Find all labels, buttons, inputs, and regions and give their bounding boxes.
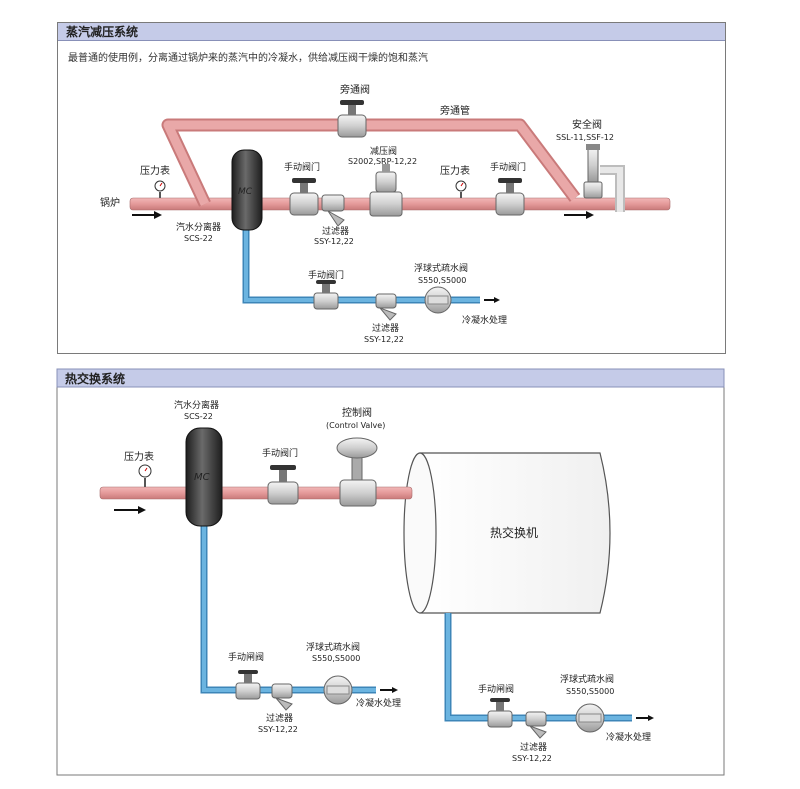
safety-valve-label: 安全阀 [572, 118, 602, 131]
safety-valve-outlet [600, 165, 625, 212]
safety-valve-icon [583, 144, 603, 199]
separator-label: 汽水分离器 [176, 221, 221, 233]
bypass-valve-icon [337, 100, 367, 138]
panel-description: 最普通的使用例，分离通过锅炉来的蒸汽中的冷凝水，供给减压阀干燥的饱和蒸汽 [68, 53, 428, 64]
pressure-gauge-icon [154, 180, 166, 198]
pressure-gauge-icon [138, 464, 152, 487]
float-trap-model: S550,S5000 [312, 654, 360, 663]
float-trap-model: S550,S5000 [566, 687, 614, 696]
reducing-valve-icon [369, 164, 403, 217]
strainer-model: SSY-12,22 [314, 237, 354, 246]
control-valve-label: 控制阀 [342, 406, 372, 419]
reducing-valve-model: S2002,SRP-12,22 [348, 157, 417, 166]
bypass-valve-label: 旁通阀 [340, 83, 370, 96]
float-trap-label: 浮球式疏水阀 [560, 673, 614, 685]
strainer-model: SSY-12,22 [258, 725, 298, 734]
condensate-drain-line-1 [242, 228, 480, 304]
manual-valve-icon [495, 178, 525, 216]
heat-exchanger-label: 热交换机 [490, 525, 538, 540]
flow-arrow-icon [564, 211, 594, 219]
separator-model: SCS-22 [184, 234, 213, 243]
gate-valve-label: 手动闸阀 [228, 651, 264, 663]
flow-arrow-icon [132, 211, 162, 219]
flow-arrow-icon [380, 687, 398, 693]
manual-valve-icon [267, 465, 299, 505]
manual-valve-label: 手动阀门 [262, 447, 298, 459]
svg-text:MC: MC [194, 472, 210, 483]
manual-valve-icon [313, 280, 339, 310]
float-trap-icon [424, 286, 452, 314]
flow-arrow-icon [484, 297, 500, 303]
strainer-model: SSY-12,22 [364, 335, 404, 344]
panel-title: 蒸汽减压系统 [58, 23, 725, 41]
manual-valve-label: 手动阀门 [308, 269, 344, 281]
strainer-icon [375, 293, 397, 321]
strainer-label: 过滤器 [372, 322, 399, 334]
pressure-gauge-label: 压力表 [124, 450, 154, 463]
strainer-icon [321, 194, 345, 227]
strainer-model: SSY-12,22 [512, 754, 552, 763]
heat-exchange-panel [56, 368, 725, 776]
control-valve-icon [336, 437, 378, 507]
gate-valve-icon [487, 698, 513, 728]
flow-arrow-icon [636, 715, 654, 721]
strainer-label: 过滤器 [266, 712, 293, 724]
float-trap-model: S550,S5000 [418, 276, 466, 285]
boiler-label: 锅炉 [100, 197, 120, 209]
float-trap-label: 浮球式疏水阀 [414, 262, 468, 274]
strainer-icon [271, 683, 293, 711]
reducing-valve-label: 减压阀 [370, 145, 397, 157]
steam-separator-2: MC [185, 427, 223, 527]
main-steam-line [99, 486, 413, 500]
manual-valve-label: 手动阀门 [490, 161, 526, 173]
steam-separator-1: MC [231, 149, 263, 231]
manual-valve-label: 手动阀门 [284, 161, 320, 173]
separator-model: SCS-22 [184, 412, 213, 421]
float-trap-icon [323, 675, 353, 705]
svg-text:MC: MC [238, 187, 253, 197]
condensate-drain-line [444, 613, 632, 722]
manual-valve-icon [289, 178, 319, 216]
safety-valve-model: SSL-11,SSF-12 [556, 133, 614, 142]
separator-label: 汽水分离器 [174, 399, 219, 411]
float-trap-label: 浮球式疏水阀 [306, 641, 360, 653]
pressure-gauge-icon [455, 180, 467, 198]
bypass-pipe-label: 旁通管 [440, 104, 470, 117]
condensate-drain-line [200, 518, 376, 694]
pressure-gauge-label: 压力表 [440, 164, 470, 177]
condensate-label: 冷凝水处理 [606, 731, 651, 743]
heat-exchanger-icon [403, 452, 611, 614]
flow-arrow-icon [114, 506, 146, 514]
panel-header [56, 368, 725, 388]
float-trap-icon [575, 703, 605, 733]
panel-title: 热交换系统 [65, 371, 125, 386]
condensate-label: 冷凝水处理 [356, 697, 401, 709]
strainer-icon [525, 711, 547, 739]
control-valve-en-label: (Control Valve) [326, 421, 385, 430]
pressure-gauge-label: 压力表 [140, 164, 170, 177]
gate-valve-icon [235, 670, 261, 700]
strainer-label: 过滤器 [322, 225, 349, 237]
strainer-label: 过滤器 [520, 741, 547, 753]
gate-valve-label: 手动闸阀 [478, 683, 514, 695]
condensate-label: 冷凝水处理 [462, 314, 507, 326]
